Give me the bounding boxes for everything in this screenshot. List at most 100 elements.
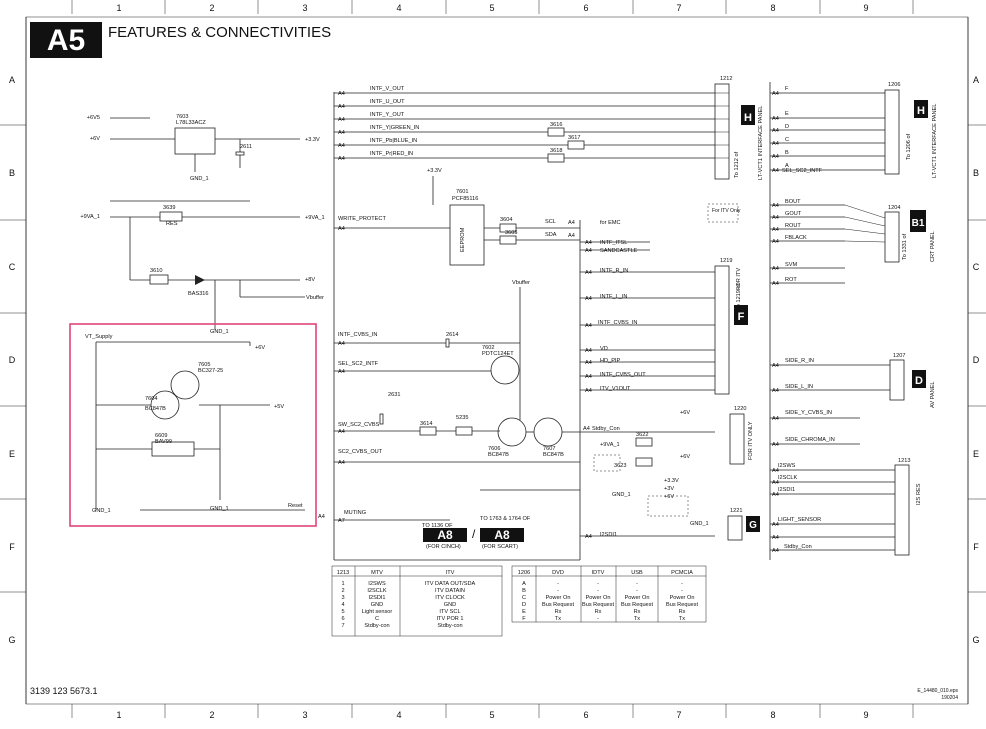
table-cell: Bus Request — [542, 602, 574, 608]
part-ref: 3616 — [550, 122, 562, 128]
table-cell: Tx — [634, 616, 640, 622]
net-label: I2SCLK — [778, 475, 798, 481]
sheet-ref: A4 — [585, 374, 592, 380]
net-label: SCL — [545, 219, 556, 225]
supply-9va-section: +9VA_1 3639 RES +9VA_1 3610 BAS316 +8V V… — [80, 200, 325, 335]
sheet-ref: A4 — [585, 534, 592, 540]
part-type: PCF85116 — [452, 196, 478, 202]
col-label: 2 — [209, 710, 214, 720]
connector-1221: 1221 G — [727, 508, 760, 541]
part-ref: 3614 — [420, 421, 432, 427]
part-ref: 6609 — [155, 433, 167, 439]
gnd-label: GND_1 — [210, 506, 229, 512]
part-type: L78L33ACZ — [176, 120, 206, 126]
table-1206: 1206 DVD IDTV USB PCMCIA A - - - - B - -… — [511, 565, 707, 623]
sheet-ref: A4 — [772, 154, 779, 160]
connector-1206: 1206 To 1206 of H LT-VCT1 INTERFACE PANE… — [884, 82, 938, 178]
net-label: +5V — [274, 404, 284, 410]
row-label: A — [9, 75, 15, 85]
part-type: BAS316 — [188, 291, 209, 297]
connector-letter: G — [749, 520, 757, 531]
note-itv-only: For ITV Only — [712, 208, 741, 214]
row-label: A — [973, 75, 979, 85]
connector-1220: 1220 FOR ITV ONLY — [729, 406, 754, 465]
sheet-ref: A4 — [772, 215, 779, 221]
table-1213: 1213 MTV ITV 1 I2SWS ITV DATA OUT/SDA 2 … — [331, 565, 503, 637]
table-cell: Tx — [679, 616, 685, 622]
net-label: +6V — [680, 410, 690, 416]
row-label: F — [973, 542, 979, 552]
itv-bus: A4 INTF_ITSL A4 SANDCASTLE for EMC For I… — [334, 203, 741, 561]
connector-1207: 1207 D AV PANEL — [889, 353, 936, 408]
row-letter: B — [785, 150, 789, 156]
col-label: 4 — [396, 710, 401, 720]
sheet-ref: A4 — [338, 143, 345, 149]
sheet-ref: A4 — [338, 91, 345, 97]
eeprom-7601: 7601 PCF85116 EEPROM +3.3V 3604 3605 SCL… — [415, 168, 580, 266]
part-type: PDTC124ET — [482, 351, 514, 357]
table-cell: A — [522, 581, 526, 587]
net-label: SIDE_L_IN — [785, 384, 813, 390]
net-label: INTF_Pb|BLUE_IN — [370, 138, 417, 144]
part-ref: 3617 — [568, 135, 580, 141]
net-label: SW_SC2_CVBS — [338, 422, 380, 428]
part-ref: 7605 — [198, 362, 210, 368]
row-label: B — [9, 168, 15, 178]
sheet-ref: A4 — [585, 296, 592, 302]
connector-1219: 1219 To 1219 of F FOR ITV — [714, 258, 748, 395]
col-label: 1 — [116, 710, 121, 720]
reset-circuit: VT_Supply +6V 7605 BC327-25 7604 BC847B … — [85, 334, 305, 514]
table-cell: Light sensor — [362, 609, 393, 615]
table-cell: C — [522, 595, 526, 601]
table-cell: - — [636, 581, 638, 587]
connector-letter: B1 — [912, 218, 925, 229]
net-label: +6V — [255, 345, 265, 351]
net-label: FBLACK — [785, 235, 807, 241]
sheet-ref: A4 — [585, 270, 592, 276]
table-cell: Tx — [555, 616, 561, 622]
table-header: ITV — [446, 570, 455, 576]
sheet-ref: A4 — [772, 522, 779, 528]
table-header: 1206 — [518, 570, 530, 576]
table-cell: 5 — [341, 609, 344, 615]
resistor-3614 — [419, 426, 437, 436]
sheet-ref: A4 — [772, 468, 779, 474]
table-cell: Power On — [670, 595, 695, 601]
table-cell: D — [522, 602, 526, 608]
table-cell: B — [522, 588, 526, 594]
row-label: C — [9, 262, 16, 272]
col-label: 5 — [489, 3, 494, 13]
net-label: SC2_CVBS_OUT — [338, 449, 383, 455]
cvbs-buffer-stage: Vbuffer 7602 PDTC124ET 7606 BC847B 7607 … — [480, 280, 580, 491]
net-label: GOUT — [785, 211, 802, 217]
sheet-ref: A4 — [338, 156, 345, 162]
file-reference: E_14480_010.eps — [917, 688, 958, 694]
net-label: +6V5 — [87, 115, 100, 121]
col-label: 7 — [676, 710, 681, 720]
row-label: F — [9, 542, 15, 552]
connector-sheet: AV PANEL — [930, 381, 936, 408]
net-label: INTF_U_OUT — [370, 99, 405, 105]
net-label: VT_Supply — [85, 334, 113, 340]
row-letter: F — [785, 86, 789, 92]
table-cell: ITV CLOCK — [435, 595, 465, 601]
sheet-ref: A4 — [772, 416, 779, 422]
transistor-7605 — [170, 370, 200, 400]
connector-number: 1213 — [898, 458, 910, 464]
part-ref: 3604 — [500, 217, 512, 223]
part-ref: 2611 — [240, 144, 252, 150]
connector-sheet: FOR ITV ONLY — [748, 421, 754, 460]
sheet-ref: A4 — [568, 220, 575, 226]
table-cell: 2 — [341, 588, 344, 594]
connector-letter: H — [917, 105, 925, 117]
table-header: MTV — [371, 570, 383, 576]
net-label: +9VA_1 — [80, 214, 100, 220]
net-label: +3V — [664, 486, 674, 492]
net-label: +3.3V — [427, 168, 442, 174]
net-label: SIDE_R_IN — [785, 358, 814, 364]
table-cell: Rx — [595, 609, 602, 615]
sheet-ref: A4 — [772, 535, 779, 541]
table-cell: Bus Request — [621, 602, 653, 608]
sheet-ref: A4 — [338, 117, 345, 123]
